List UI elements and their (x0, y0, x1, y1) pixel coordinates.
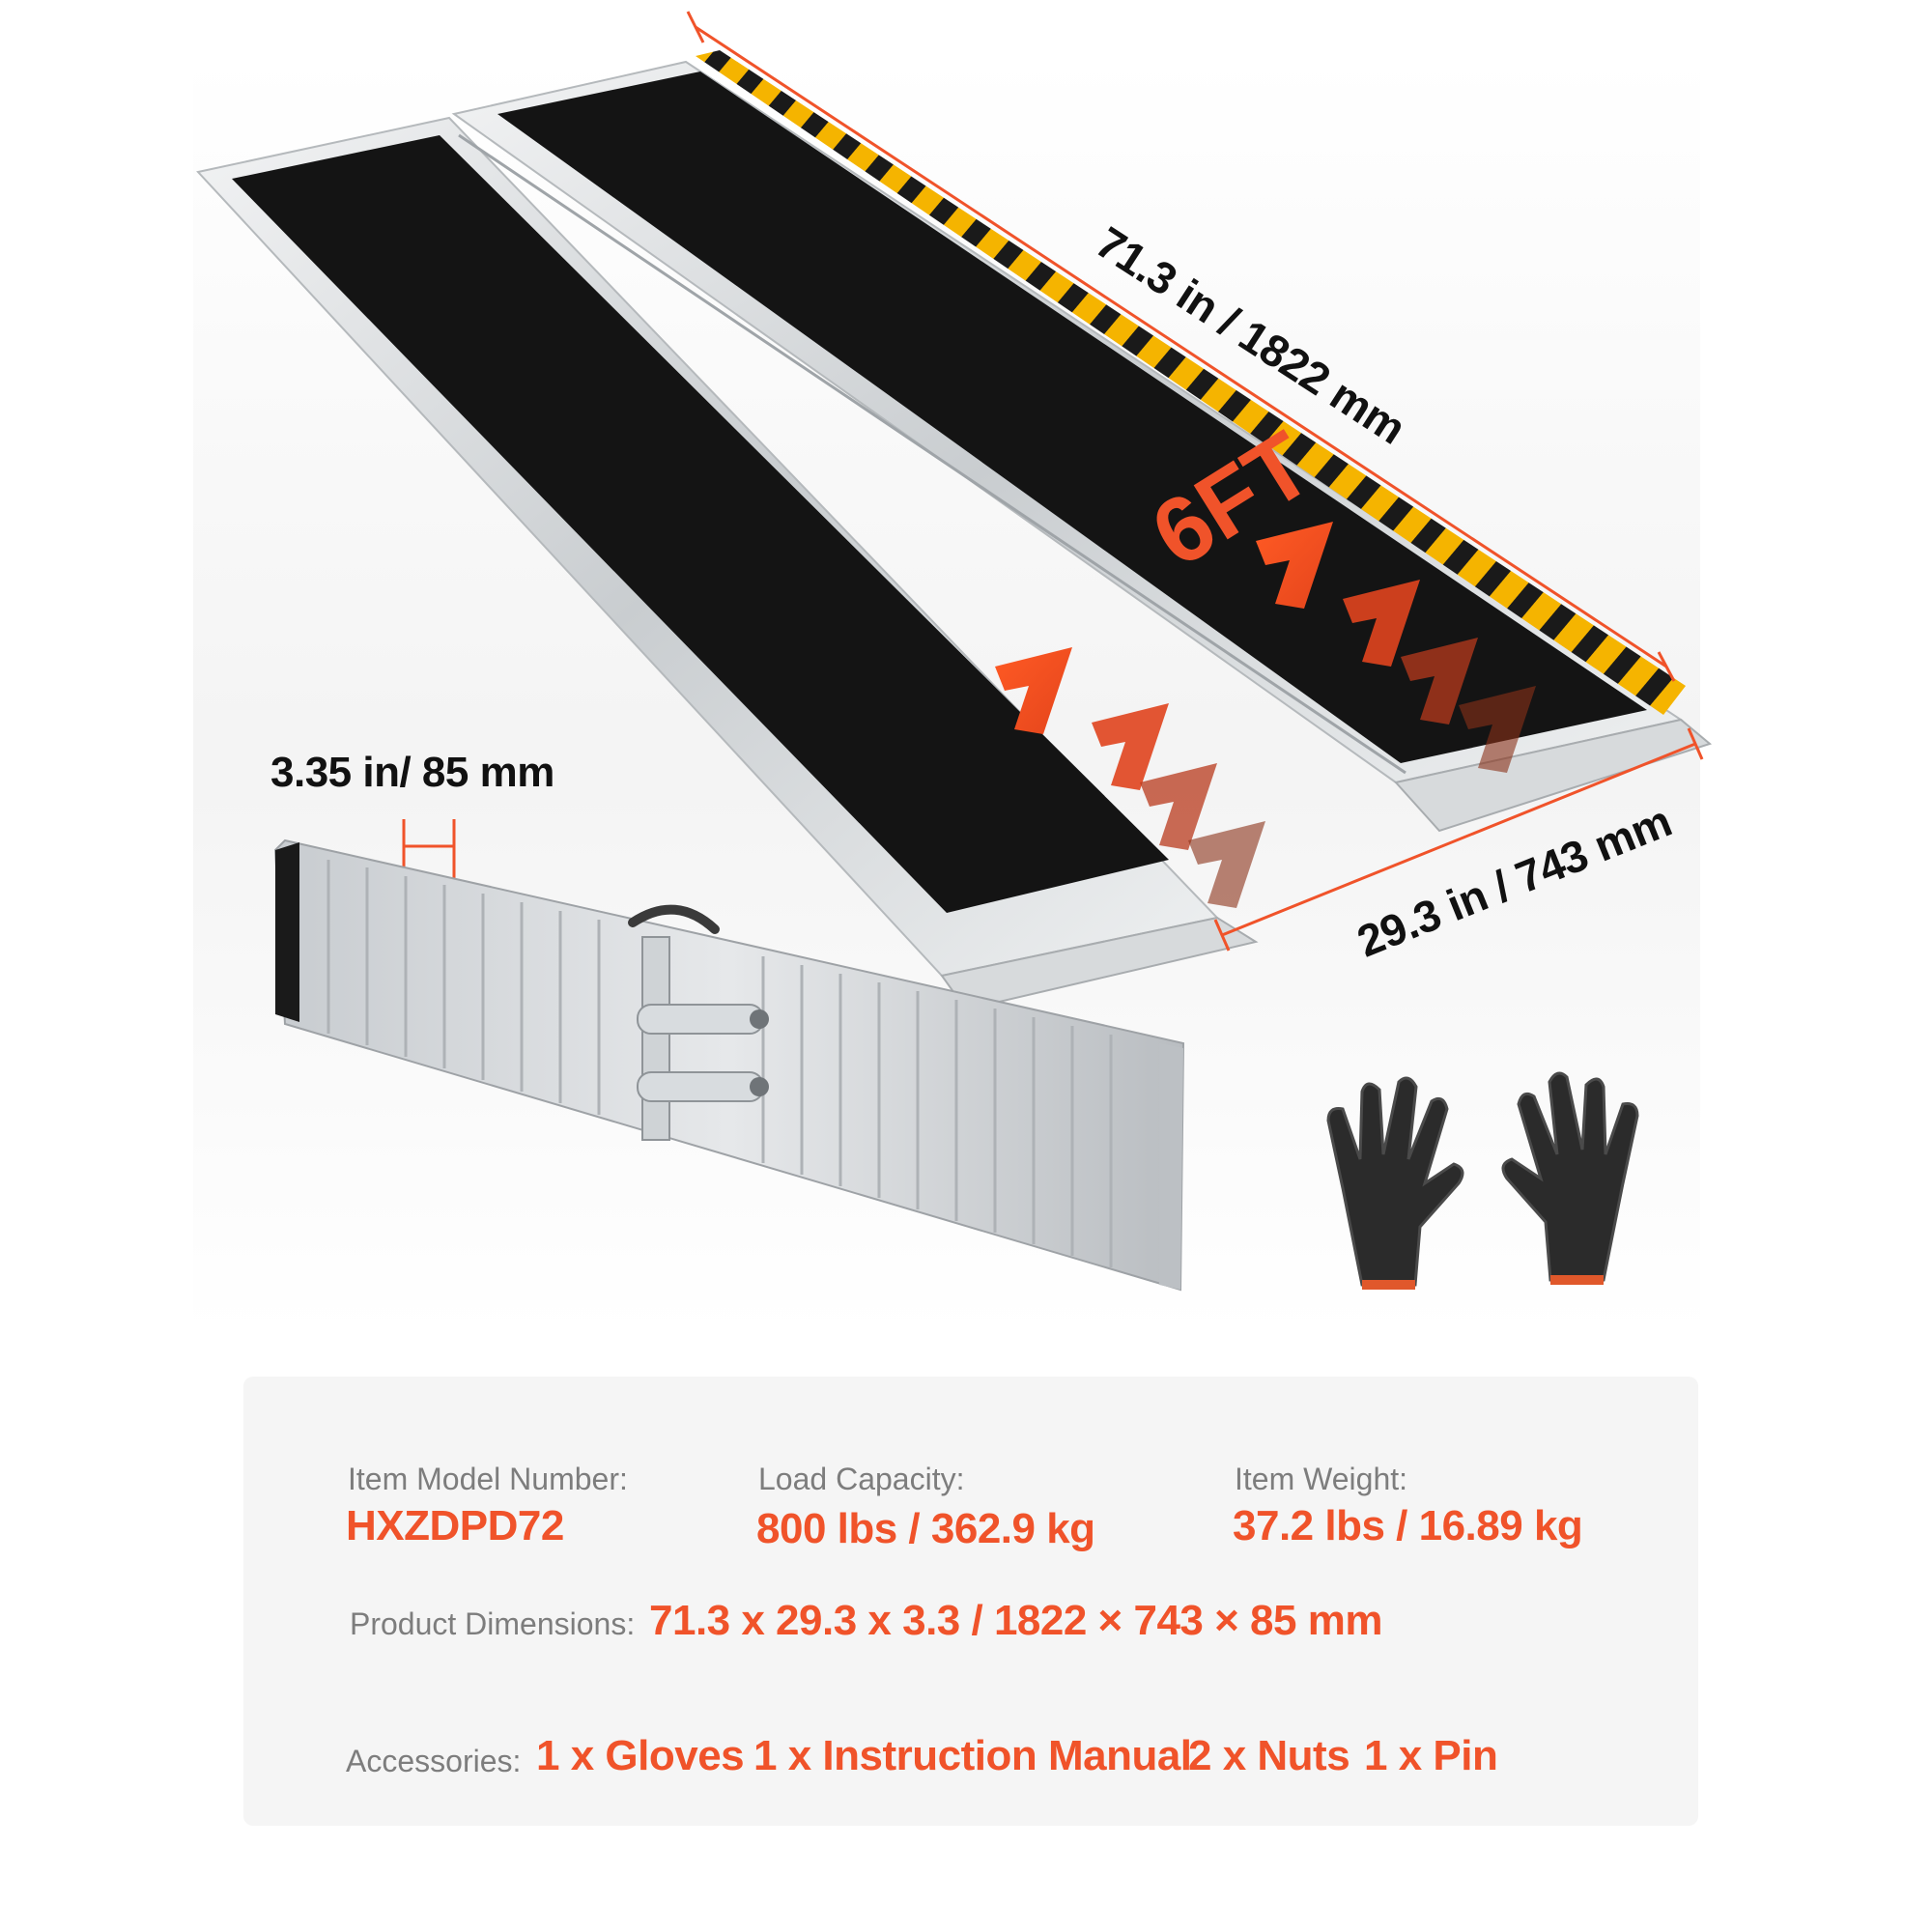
accessory-pin: 1 x Pin (1364, 1732, 1498, 1779)
load-capacity-label: Load Capacity: (758, 1462, 965, 1496)
accessories-label: Accessories: (346, 1744, 522, 1778)
model-number-label: Item Model Number: (348, 1462, 628, 1496)
load-capacity-value: 800 lbs / 362.9 kg (756, 1505, 1095, 1552)
right-transition-plate (1394, 718, 1713, 833)
chevron-arrow-icon (1256, 522, 1536, 773)
item-weight-value: 37.2 lbs / 16.89 kg (1233, 1502, 1583, 1549)
latch-tube (637, 1071, 764, 1102)
carry-handle (628, 904, 720, 934)
spec-card: Item Model Number: HXZDPD72 Load Capacit… (243, 1377, 1698, 1826)
center-rail (458, 133, 1406, 775)
gloves-icon (1326, 1071, 1639, 1290)
product-dimensions-label: Product Dimensions: (350, 1606, 636, 1641)
accessory-nuts: 2 x Nuts (1188, 1732, 1350, 1779)
hazard-strip (696, 50, 1686, 715)
latch-tube (637, 1004, 764, 1035)
thickness-dimension-label: 3.35 in/ 85 mm (270, 749, 554, 796)
left-panel-surface (232, 135, 1169, 913)
model-number-value: HXZDPD72 (346, 1502, 564, 1549)
accessory-gloves: 1 x Gloves (536, 1732, 745, 1779)
length-dimension-line (686, 11, 1676, 682)
accessory-manual: 1 x Instruction Manual (753, 1732, 1192, 1779)
right-panel-surface (497, 71, 1647, 763)
folded-ramp (273, 819, 1185, 1292)
width-dimension-line (1213, 727, 1704, 952)
unfolded-ramp: 6FT (196, 50, 1713, 1011)
chevron-arrow-icon (995, 647, 1265, 908)
item-weight-label: Item Weight: (1235, 1462, 1408, 1496)
hinge-plate (641, 936, 670, 1141)
product-dimensions-value: 71.3 x 29.3 x 3.3 / 1822 × 743 × 85 mm (649, 1597, 1382, 1644)
thickness-dimension-line (402, 819, 456, 884)
